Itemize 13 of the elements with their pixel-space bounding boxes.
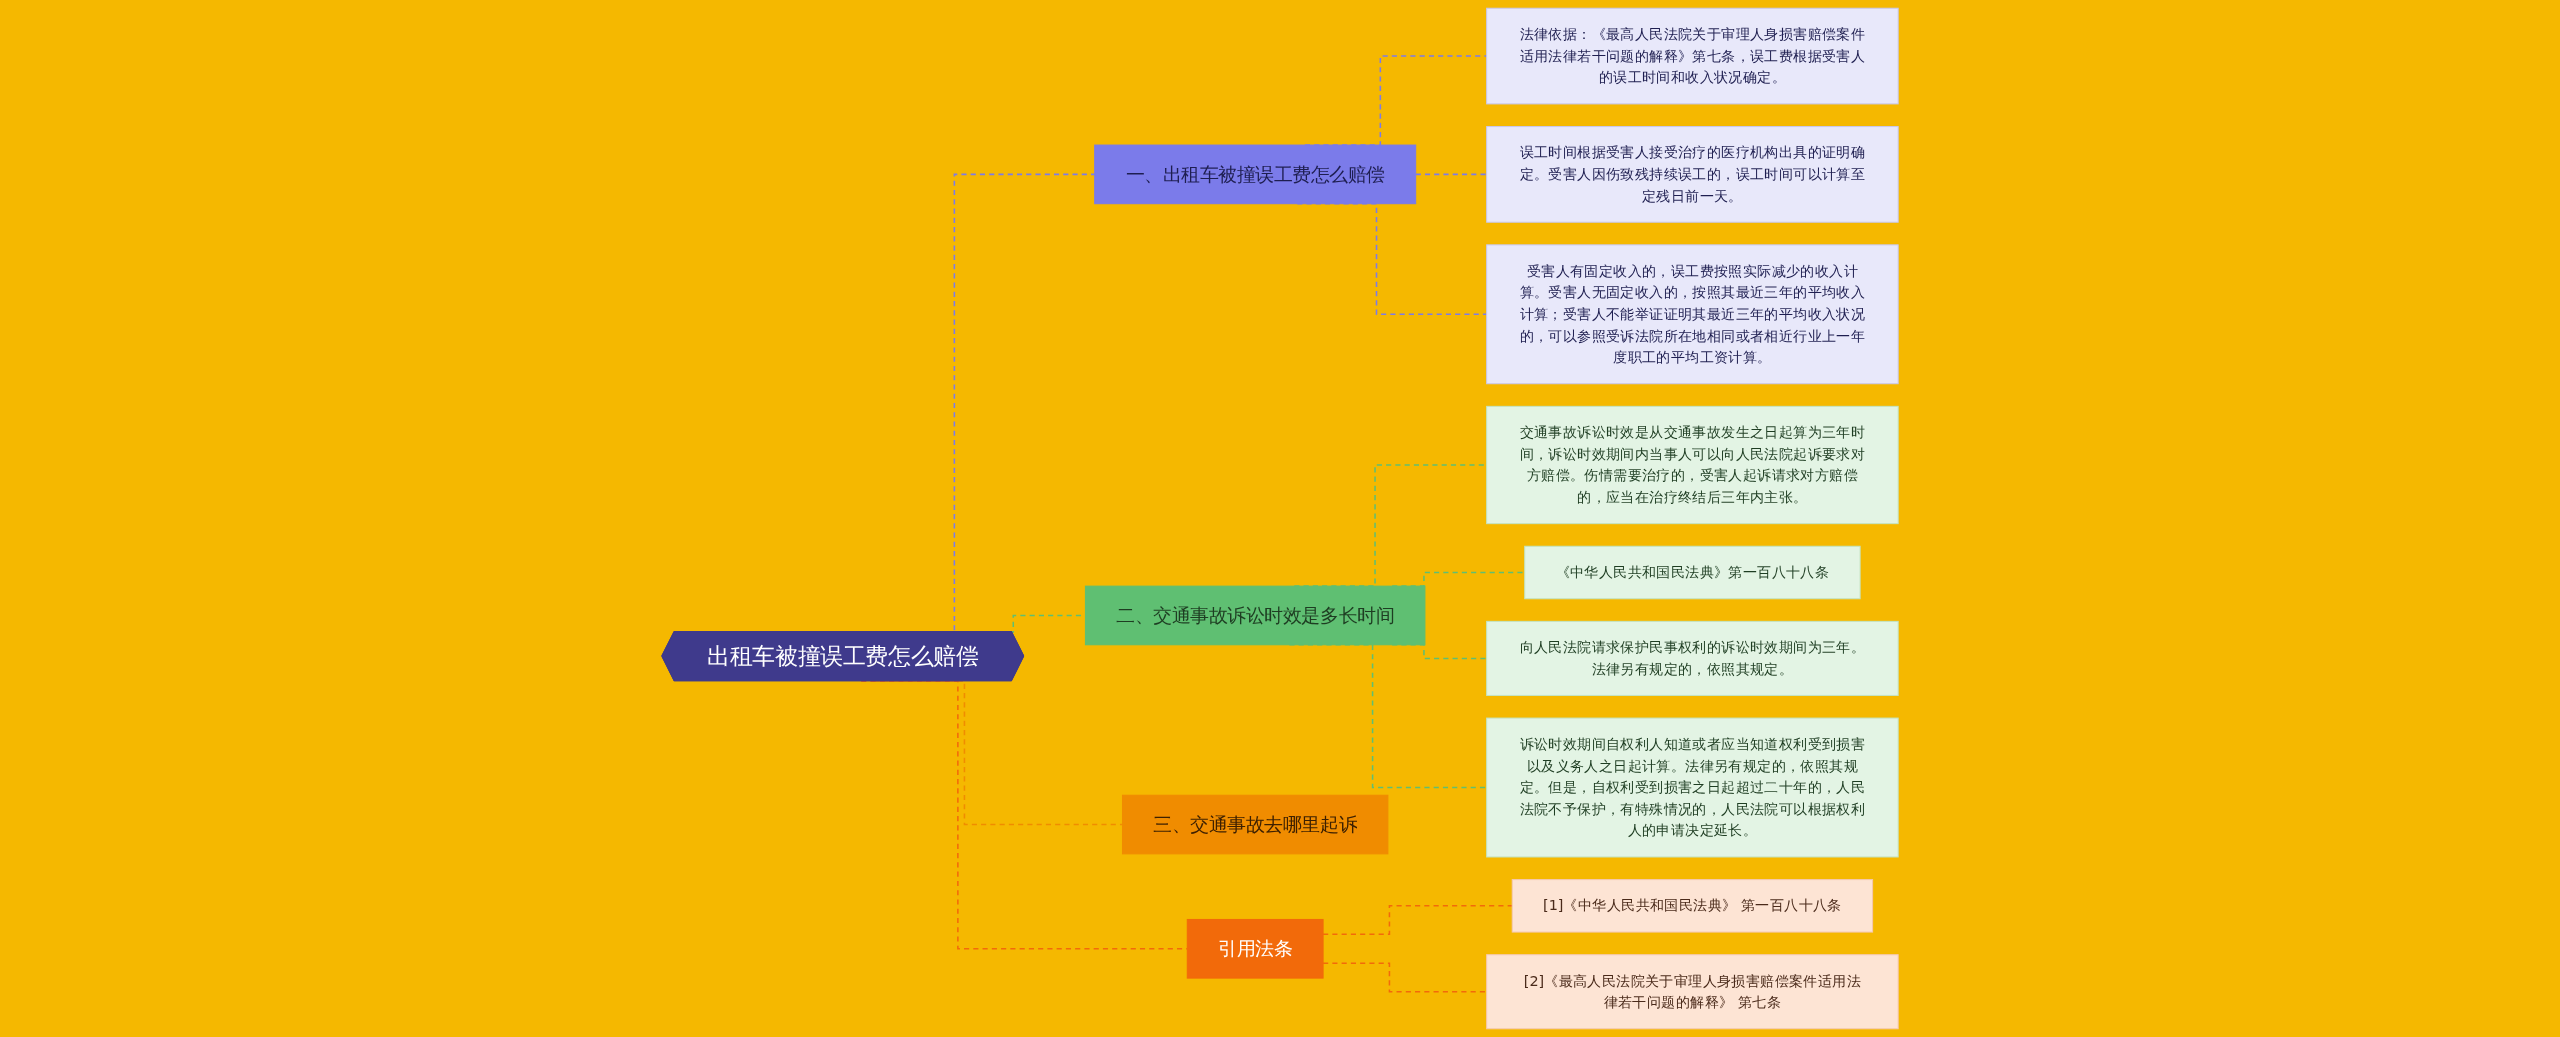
node-box: 诉讼时效期间自权利人知道或者应当知道权利受到损害以及义务人之日起计算。法律另有规定的，依照其规定。但是，自权利受到损害之日起超过二十年的，人民法院不予保护，有特殊情况的，人民法院可以根据权利人的申请决定延长。 [1486, 717, 1899, 858]
node-box: 向人民法院请求保护民事权利的诉讼时效期间为三年。法律另有规定的，依照其规定。 [1486, 620, 1899, 696]
node-box: 误工时间根据受害人接受治疗的医疗机构出具的证明确定。受害人因伤致残持续误工的，误工时间可以计算至定残日前一天。 [1486, 126, 1899, 223]
node-box: 二、交通事故诉讼时效是多长时间 [1084, 585, 1426, 646]
node-box: 受害人有固定收入的，误工费按照实际减少的收入计算。受害人无固定收入的，按照其最近三年的平均收入计算；受害人不能举证证明其最近三年的平均收入状况的，可以参照受诉法院所在地相同或者相近行业上一年度职工的平均工资计算。 [1486, 244, 1899, 385]
node-box: 一、出租车被撞误工费怎么赔偿 [1094, 144, 1417, 205]
node-box: 三、交通事故去哪里起诉 [1121, 794, 1389, 855]
node-box: [1]《中华人民共和国民法典》 第一百八十八条 [1511, 879, 1874, 933]
node-box: 法律依据：《最高人民法院关于审理人身损害赔偿案件适用法律若干问题的解释》第七条，误工费根据受害人的误工时间和收入状况确定。 [1486, 7, 1899, 105]
node-box: 交通事故诉讼时效是从交通事故发生之日起算为三年时间，诉讼时效期间内当事人可以向人民法院起诉要求对方赔偿。伤情需要治疗的，受害人起诉请求对方赔偿的，应当在治疗终结后三年内主张。 [1486, 405, 1899, 525]
node-box: 《中华人民共和国民法典》第一百八十八条 [1524, 545, 1861, 600]
node-box: [2]《最高人民法院关于审理人身损害赔偿案件适用法律若干问题的解释》 第七条 [1486, 954, 1899, 1030]
node-box: 引用法条 [1186, 918, 1324, 979]
